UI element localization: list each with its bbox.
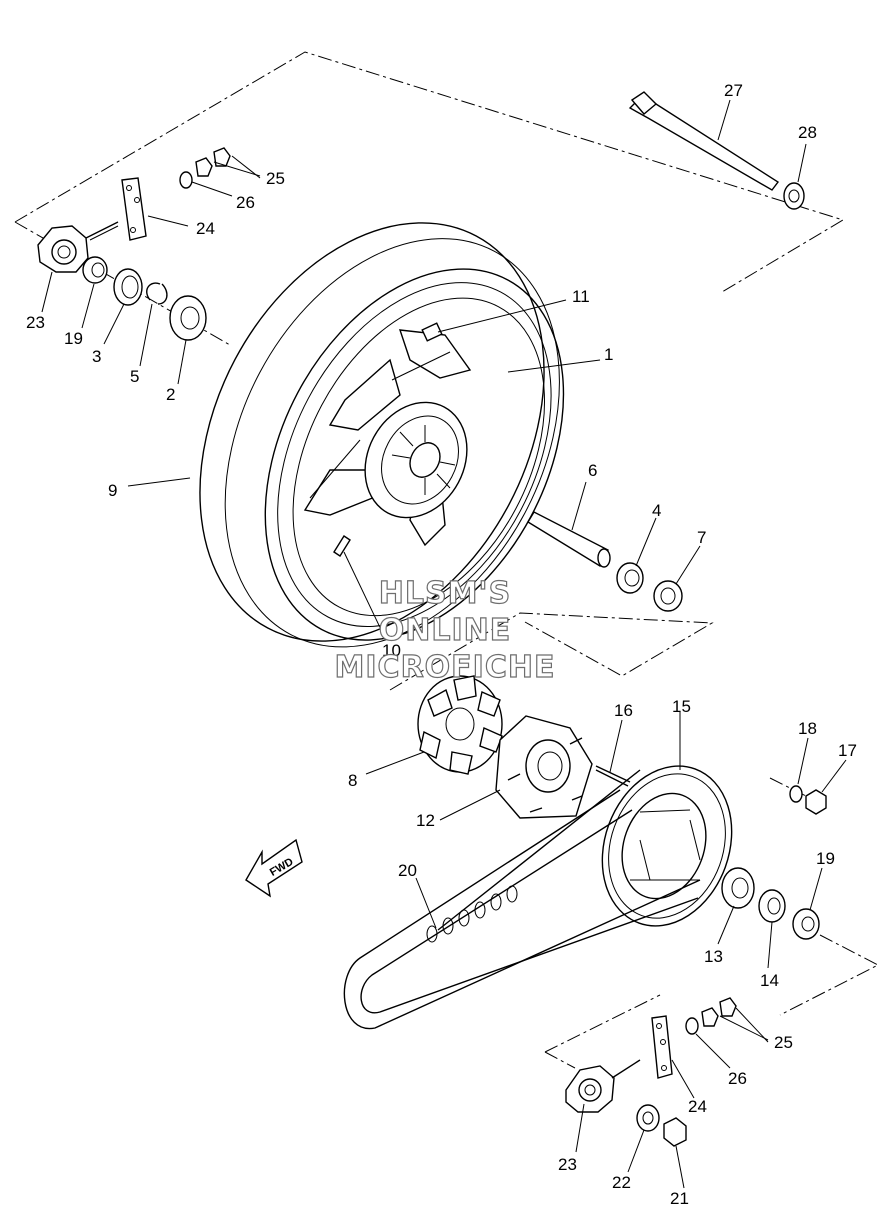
callout-7: 7 bbox=[697, 528, 706, 547]
callout-25-upper: 25 bbox=[266, 169, 285, 188]
callout-24-lower: 24 bbox=[688, 1097, 707, 1116]
adjuster-plate-upper bbox=[121, 177, 147, 241]
oil-seal-right bbox=[758, 889, 786, 923]
callout-labels: 11 1 9 10 6 4 7 27 28 25 26 24 23 19 3 5… bbox=[26, 81, 857, 1208]
leader-lines bbox=[41, 99, 847, 1189]
axle-group bbox=[628, 91, 805, 210]
cush-drive-damper bbox=[417, 675, 503, 775]
callout-22: 22 bbox=[612, 1173, 631, 1192]
callout-6: 6 bbox=[588, 461, 597, 480]
callout-11: 11 bbox=[572, 287, 590, 306]
nut-upper-b bbox=[213, 147, 231, 167]
callout-10: 10 bbox=[382, 641, 401, 660]
circlip bbox=[146, 282, 168, 305]
rear-sprocket bbox=[601, 765, 733, 927]
callout-18: 18 bbox=[798, 719, 817, 738]
sprocket-fasteners bbox=[789, 785, 827, 815]
callout-23-lower: 23 bbox=[558, 1155, 577, 1174]
collar-upper bbox=[82, 256, 108, 284]
lower-parts bbox=[565, 997, 737, 1147]
callout-13: 13 bbox=[704, 947, 723, 966]
callout-28: 28 bbox=[798, 123, 817, 142]
nut-upper-a bbox=[195, 157, 213, 177]
callout-2: 2 bbox=[166, 385, 175, 404]
watermark-line-3: MICROFICHE bbox=[335, 650, 556, 685]
callout-26-lower: 26 bbox=[728, 1069, 747, 1088]
callout-26-upper: 26 bbox=[236, 193, 255, 212]
callout-9: 9 bbox=[108, 481, 117, 500]
callout-27: 27 bbox=[724, 81, 743, 100]
drive-hub-parts bbox=[417, 675, 631, 819]
right-hub-parts bbox=[527, 511, 683, 612]
collar-right bbox=[653, 580, 683, 612]
right-side-bearings bbox=[721, 867, 820, 940]
bearing-right bbox=[616, 562, 644, 594]
callout-19-upper: 19 bbox=[64, 329, 83, 348]
sprocket-stud bbox=[595, 765, 631, 787]
watermark-line-1: HLSM'S bbox=[379, 576, 511, 611]
adjuster-plate-lower bbox=[651, 1015, 673, 1079]
balance-weight bbox=[421, 322, 443, 342]
tire bbox=[199, 222, 545, 642]
spacer bbox=[527, 511, 609, 567]
callout-25-lower: 25 bbox=[774, 1033, 793, 1052]
tire-valve bbox=[333, 535, 351, 557]
nut-lower-b bbox=[719, 997, 737, 1017]
washer-upper bbox=[179, 171, 193, 189]
drive-chain bbox=[343, 769, 701, 1030]
callout-17: 17 bbox=[838, 741, 857, 760]
bearing-upper bbox=[169, 295, 207, 341]
axle bbox=[628, 95, 780, 191]
callout-12: 12 bbox=[416, 811, 435, 830]
sprocket-washer bbox=[789, 785, 803, 803]
watermark: HLSM'S ONLINE MICROFICHE bbox=[334, 575, 556, 685]
nut-lower-a bbox=[701, 1007, 719, 1027]
washer-lower bbox=[685, 1017, 699, 1035]
callout-19-lower: 19 bbox=[816, 849, 835, 868]
callout-23-upper: 23 bbox=[26, 313, 45, 332]
callout-21: 21 bbox=[670, 1189, 689, 1208]
callout-24-upper: 24 bbox=[196, 219, 215, 238]
sprocket-nut bbox=[805, 789, 827, 815]
callout-15: 15 bbox=[672, 697, 691, 716]
axle-nut bbox=[663, 1117, 687, 1147]
collar-lower bbox=[792, 908, 820, 940]
forward-direction-arrow: FWD bbox=[245, 838, 303, 898]
watermark-line-2: ONLINE bbox=[379, 613, 512, 648]
callout-20: 20 bbox=[398, 861, 417, 880]
axle-washer bbox=[783, 182, 805, 210]
callout-14: 14 bbox=[760, 971, 779, 990]
clutch-hub bbox=[495, 715, 593, 819]
callout-5: 5 bbox=[130, 367, 139, 386]
callout-8: 8 bbox=[348, 771, 357, 790]
callout-4: 4 bbox=[652, 501, 661, 520]
upper-left-parts bbox=[37, 147, 231, 341]
callout-3: 3 bbox=[92, 347, 101, 366]
axle-washer-lower bbox=[636, 1104, 660, 1132]
bearing-sprocket-side bbox=[721, 867, 755, 909]
callout-16: 16 bbox=[614, 701, 633, 720]
callout-1: 1 bbox=[604, 345, 613, 364]
